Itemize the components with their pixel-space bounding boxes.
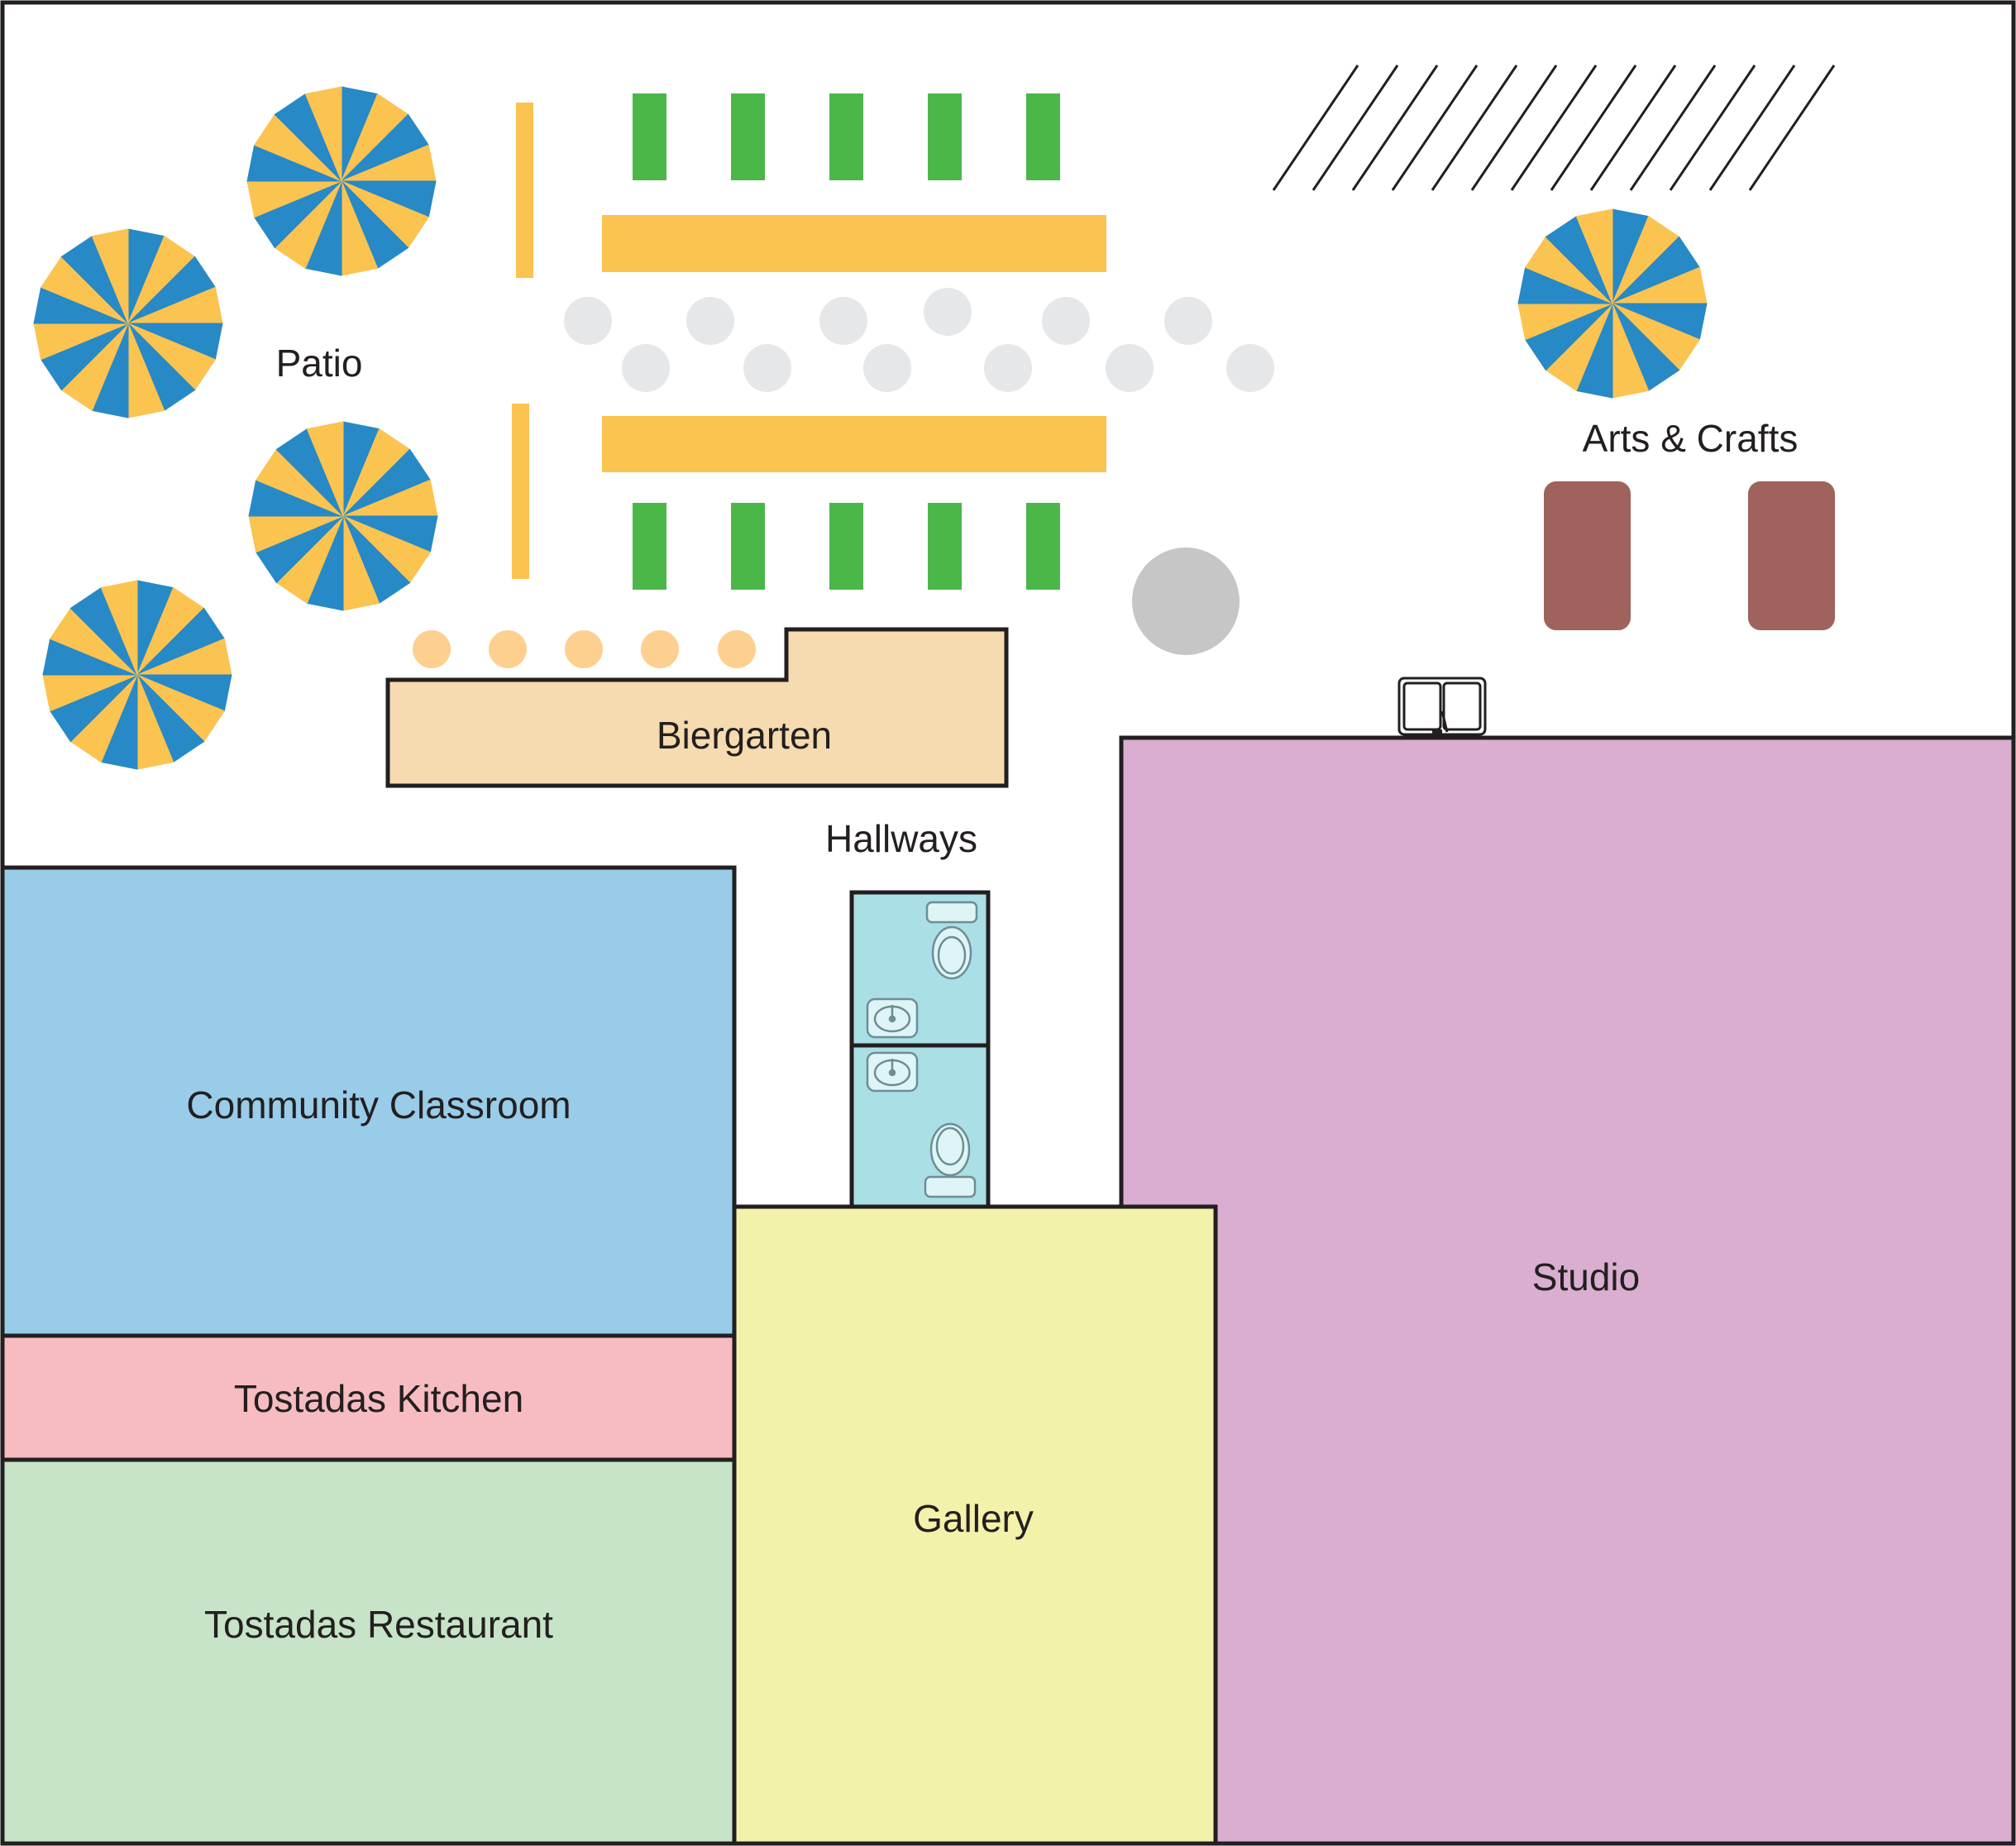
- hallways-label: Hallways: [825, 817, 977, 860]
- patio-label: Patio: [276, 342, 363, 385]
- planter: [928, 503, 962, 590]
- arts-crafts-label: Arts & Crafts: [1583, 417, 1799, 460]
- hatch-line: [1510, 65, 1598, 191]
- patio-stools: [564, 288, 1274, 392]
- stool: [743, 344, 791, 392]
- tostadas-restaurant: Tostadas Restaurant: [0, 1457, 737, 1846]
- toilet-icon: [925, 901, 978, 980]
- community-classroom-label: Community Classroom: [186, 1083, 571, 1126]
- bar-stool: [413, 630, 451, 668]
- hatch-line: [1748, 65, 1836, 191]
- stool: [984, 344, 1032, 392]
- tostadas-restaurant-label: Tostadas Restaurant: [204, 1603, 553, 1646]
- bar-stool: [718, 630, 756, 668]
- arts-crafts-area: Arts & Crafts: [1544, 417, 1835, 630]
- hatch-line: [1589, 65, 1677, 191]
- hatch-line: [1550, 65, 1637, 191]
- planter: [928, 93, 962, 180]
- stool: [863, 344, 911, 392]
- hatch-line: [1431, 65, 1518, 191]
- restrooms: [849, 890, 991, 1209]
- craft-table: [1748, 481, 1835, 630]
- planter: [633, 503, 666, 590]
- bar-stool: [565, 630, 603, 668]
- stool: [622, 344, 670, 392]
- patio-umbrella-icon: [248, 421, 438, 611]
- planter: [731, 503, 765, 590]
- stool: [1226, 344, 1274, 392]
- bench-vertical: [516, 103, 533, 278]
- hatch-line: [1351, 65, 1439, 191]
- tostadas-kitchen: Tostadas Kitchen: [0, 1333, 737, 1462]
- parking-hatch: [1272, 65, 1836, 191]
- planter: [731, 93, 765, 180]
- biergarten-stools: [413, 630, 756, 668]
- planter: [633, 93, 666, 180]
- tostadas-kitchen-label: Tostadas Kitchen: [234, 1377, 523, 1420]
- patio-umbrella-icon: [1517, 208, 1708, 399]
- biergarten-label: Biergarten: [657, 714, 832, 757]
- patio-benches: [512, 103, 1106, 579]
- gallery-label: Gallery: [913, 1497, 1034, 1540]
- hatch-line: [1629, 65, 1717, 191]
- hatch-line: [1391, 65, 1479, 191]
- planter: [1026, 93, 1060, 180]
- studio-label: Studio: [1532, 1255, 1640, 1298]
- stool: [1106, 344, 1154, 392]
- planter: [829, 93, 863, 180]
- bench-vertical: [512, 404, 529, 579]
- round-table: [1132, 548, 1240, 655]
- planter: [829, 503, 863, 590]
- gallery: Gallery: [732, 1204, 1218, 1846]
- community-classroom: Community Classroom: [0, 865, 737, 1338]
- biergarten-bar: [385, 627, 1009, 788]
- patio-umbrellas: [33, 86, 1708, 770]
- hatch-line: [1470, 65, 1558, 191]
- hatch-line: [1669, 65, 1756, 191]
- stool: [1164, 297, 1212, 345]
- bar-stool: [489, 630, 527, 668]
- patio-umbrella-icon: [246, 86, 437, 276]
- craft-table: [1544, 481, 1631, 630]
- toilet-icon: [924, 1122, 977, 1198]
- stool: [564, 297, 612, 345]
- hatch-line: [1708, 65, 1796, 191]
- sink-icon: [866, 1051, 919, 1093]
- stool: [924, 288, 972, 336]
- studio: Studio: [1119, 735, 2016, 1846]
- bench-long: [602, 416, 1106, 472]
- stool: [1042, 297, 1090, 345]
- biergarten: Biergarten: [385, 627, 1009, 788]
- patio-umbrella-icon: [33, 228, 223, 418]
- hatch-line: [1311, 65, 1399, 191]
- double-screen-icon: [1397, 677, 1487, 736]
- planter: [1026, 503, 1060, 590]
- hatch-line: [1272, 65, 1359, 191]
- green-planters: [633, 93, 1060, 590]
- sink-icon: [866, 997, 919, 1039]
- bench-long: [602, 215, 1106, 272]
- bar-stool: [641, 630, 679, 668]
- patio-umbrella-icon: [42, 580, 232, 770]
- stool: [819, 297, 867, 345]
- stool: [686, 297, 734, 345]
